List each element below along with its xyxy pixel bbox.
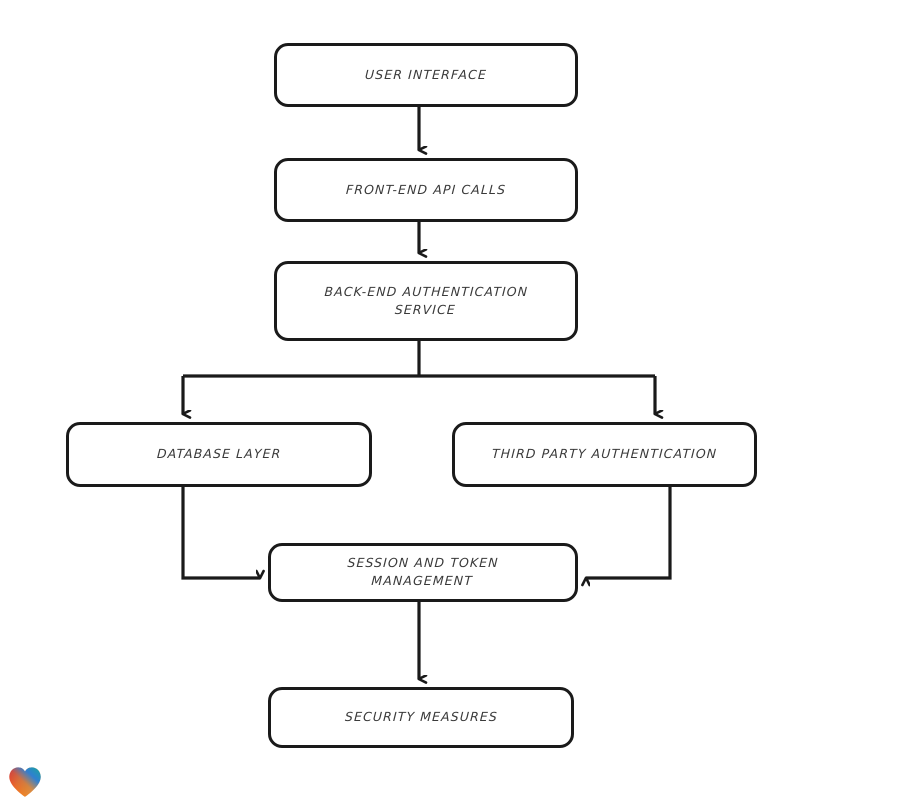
node-third-party-authentication[interactable]: THIRD PARTY AUTHENTICATION: [452, 422, 757, 487]
node-session-and-token-management[interactable]: SESSION AND TOKEN MANAGEMENT: [268, 543, 578, 602]
connector-database-to-session: [181, 487, 260, 580]
node-user-interface[interactable]: USER INTERFACE: [274, 43, 578, 107]
node-security-measures[interactable]: SECURITY MEASURES: [268, 687, 574, 748]
node-label: SECURITY MEASURES: [344, 709, 498, 725]
node-label: THIRD PARTY AUTHENTICATION: [491, 446, 718, 462]
node-back-end-authentication-service[interactable]: BACK-END AUTHENTICATION SERVICE: [274, 261, 578, 341]
heart-icon: [9, 767, 41, 797]
node-front-end-api-calls[interactable]: FRONT-END API CALLS: [274, 158, 578, 222]
node-label: DATABASE LAYER: [156, 446, 282, 462]
node-label: USER INTERFACE: [364, 66, 488, 82]
connector-thirdparty-to-session: [586, 487, 672, 578]
node-database-layer[interactable]: DATABASE LAYER: [66, 422, 372, 487]
node-label: BACK-END AUTHENTICATION SERVICE: [324, 283, 529, 317]
node-label: SESSION AND TOKEN MANAGEMENT: [347, 555, 500, 589]
node-label: FRONT-END API CALLS: [345, 181, 507, 197]
